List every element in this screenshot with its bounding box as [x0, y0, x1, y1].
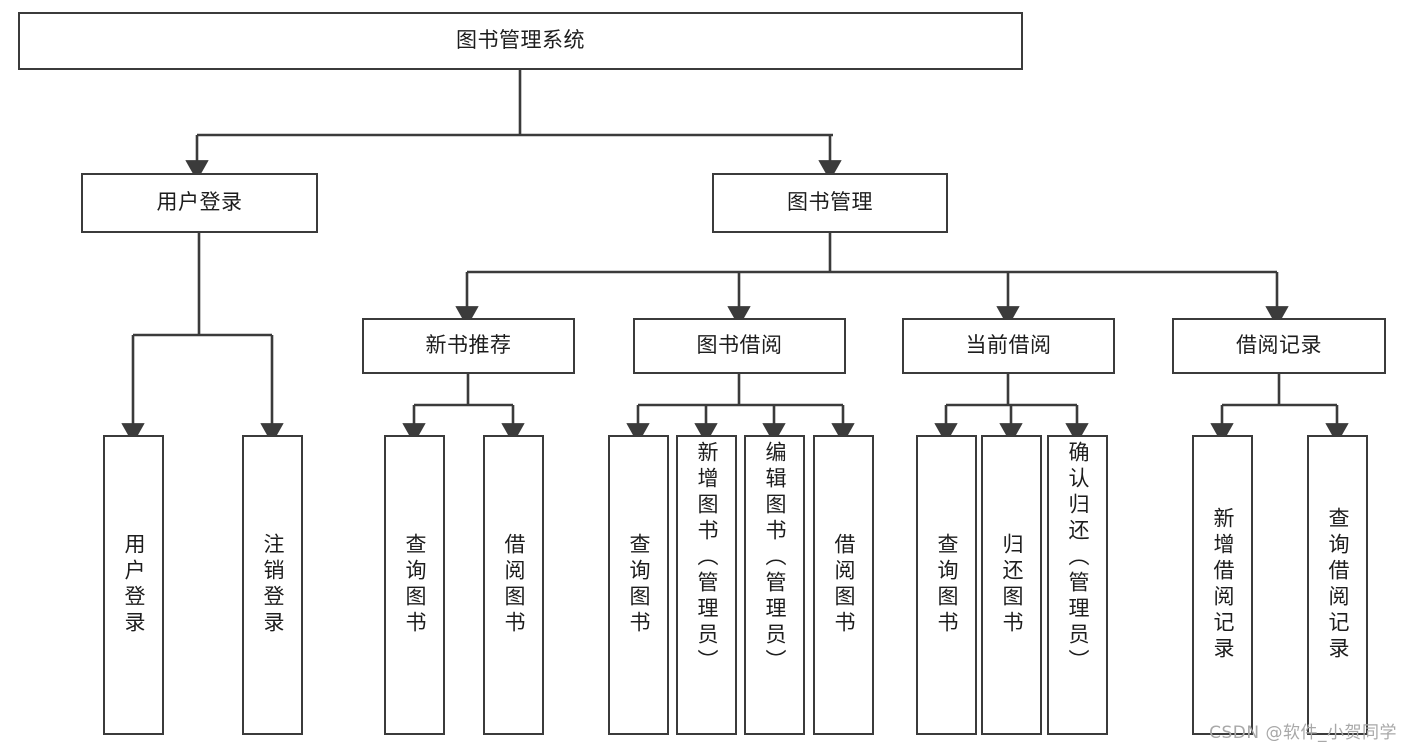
- leaf-book-borrow-2[interactable]: 新增图书（管理员）: [676, 435, 737, 735]
- node-current-borrow-label: 当前借阅: [965, 333, 1052, 358]
- leaf-new-book-1[interactable]: 查询图书: [384, 435, 445, 735]
- leaf-book-borrow-3[interactable]: 编辑图书（管理员）: [744, 435, 805, 735]
- node-book-manage-label: 图书管理: [787, 190, 873, 215]
- node-book-borrow[interactable]: 图书借阅: [633, 318, 846, 374]
- leaf-new-book-2[interactable]: 借阅图书: [483, 435, 544, 735]
- leaf-user-login-2[interactable]: 注销登录: [242, 435, 303, 735]
- leaf-borrow-record-2-label: 查询借阅记录: [1326, 507, 1350, 663]
- leaf-current-borrow-2[interactable]: 归还图书: [981, 435, 1042, 735]
- node-user-login[interactable]: 用户登录: [81, 173, 318, 233]
- leaf-user-login-1-label: 用户登录: [122, 533, 146, 637]
- leaf-new-book-2-label: 借阅图书: [502, 533, 526, 637]
- leaf-borrow-record-1-label: 新增借阅记录: [1211, 507, 1235, 663]
- leaf-book-borrow-2-label: 新增图书（管理员）: [695, 441, 719, 675]
- leaf-book-borrow-1[interactable]: 查询图书: [608, 435, 669, 735]
- leaf-book-borrow-4-label: 借阅图书: [832, 533, 856, 637]
- leaf-borrow-record-1[interactable]: 新增借阅记录: [1192, 435, 1253, 735]
- node-new-book-recommend-label: 新书推荐: [425, 333, 512, 358]
- leaf-borrow-record-2[interactable]: 查询借阅记录: [1307, 435, 1368, 735]
- leaf-user-login-1[interactable]: 用户登录: [103, 435, 164, 735]
- node-root[interactable]: 图书管理系统: [18, 12, 1023, 70]
- leaf-user-login-2-label: 注销登录: [261, 533, 285, 637]
- node-borrow-record-label: 借阅记录: [1236, 333, 1322, 358]
- csdn-watermark: CSDN @软件_小贺同学: [1209, 723, 1397, 743]
- leaf-book-borrow-4[interactable]: 借阅图书: [813, 435, 874, 735]
- leaf-current-borrow-1[interactable]: 查询图书: [916, 435, 977, 735]
- node-borrow-record[interactable]: 借阅记录: [1172, 318, 1386, 374]
- leaf-new-book-1-label: 查询图书: [403, 533, 427, 637]
- node-user-login-label: 用户登录: [156, 190, 243, 215]
- leaf-book-borrow-3-label: 编辑图书（管理员）: [763, 441, 787, 675]
- node-book-manage[interactable]: 图书管理: [712, 173, 948, 233]
- leaf-current-borrow-2-label: 归还图书: [1000, 533, 1024, 637]
- leaf-current-borrow-3[interactable]: 确认归还（管理员）: [1047, 435, 1108, 735]
- node-current-borrow[interactable]: 当前借阅: [902, 318, 1115, 374]
- leaf-book-borrow-1-label: 查询图书: [627, 533, 651, 637]
- node-root-label: 图书管理系统: [456, 28, 585, 53]
- leaf-current-borrow-3-label: 确认归还（管理员）: [1066, 441, 1090, 675]
- node-new-book-recommend[interactable]: 新书推荐: [362, 318, 575, 374]
- node-book-borrow-label: 图书借阅: [696, 333, 783, 358]
- leaf-current-borrow-1-label: 查询图书: [935, 533, 959, 637]
